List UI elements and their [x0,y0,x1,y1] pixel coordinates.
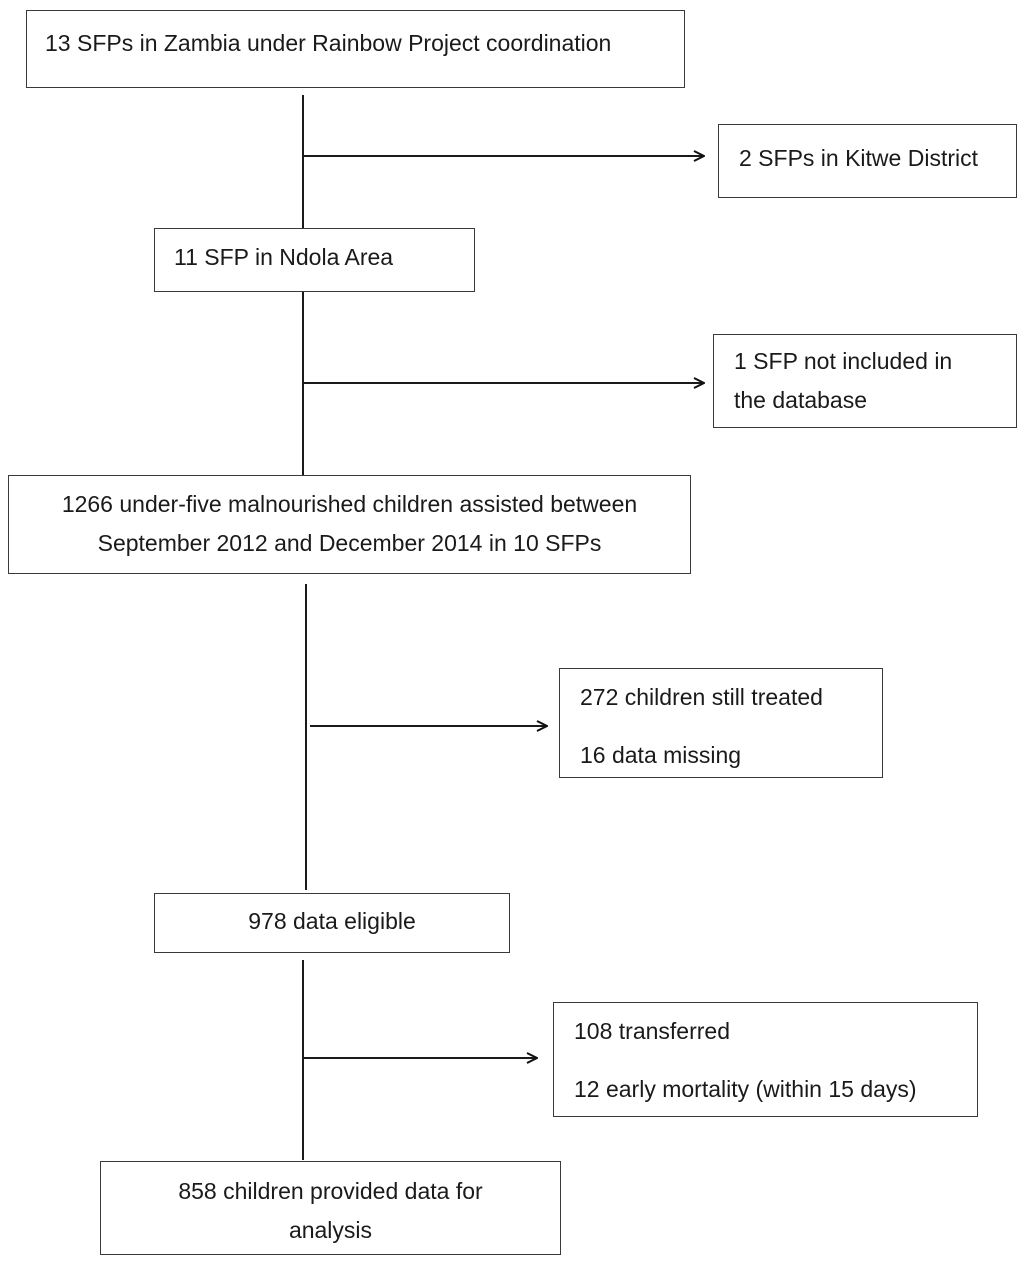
node-ndola-text: 11 SFP in Ndola Area [174,244,394,270]
node-eligible-text: 978 data eligible [248,908,416,934]
node-analysis-line-1: 858 children provided data for [178,1178,483,1204]
node-eligible: 978 data eligible [154,893,510,953]
node-exclusion-transferred-line-1: 108 transferred [574,1018,730,1044]
node-exclusion-transferred-line-2: 12 early mortality (within 15 days) [574,1076,917,1102]
node-assisted-line-2: September 2012 and December 2014 in 10 S… [97,530,602,556]
node-exclusion-treated-line-1: 272 children still treated [580,684,823,710]
node-assisted: 1266 under-five malnourished children as… [8,475,691,574]
node-exclusion-kitwe: 2 SFPs in Kitwe District [718,124,1017,198]
node-start-text: 13 SFPs in Zambia under Rainbow Project … [45,30,612,56]
node-analysis: 858 children provided data for analysis [100,1161,561,1255]
node-exclusion-kitwe-text: 2 SFPs in Kitwe District [739,145,978,171]
node-analysis-line-2: analysis [288,1217,373,1243]
node-ndola: 11 SFP in Ndola Area [154,228,475,292]
node-exclusion-treated-line-2: 16 data missing [580,742,742,768]
node-exclusion-treated: 272 children still treated 16 data missi… [559,668,883,778]
node-start: 13 SFPs in Zambia under Rainbow Project … [26,10,685,88]
node-exclusion-database: 1 SFP not included in the database [713,334,1017,428]
node-exclusion-database-line-1: 1 SFP not included in [734,348,953,374]
node-assisted-line-1: 1266 under-five malnourished children as… [61,491,638,517]
node-exclusion-database-line-2: the database [734,387,868,413]
node-exclusion-transferred: 108 transferred 12 early mortality (with… [553,1002,978,1117]
